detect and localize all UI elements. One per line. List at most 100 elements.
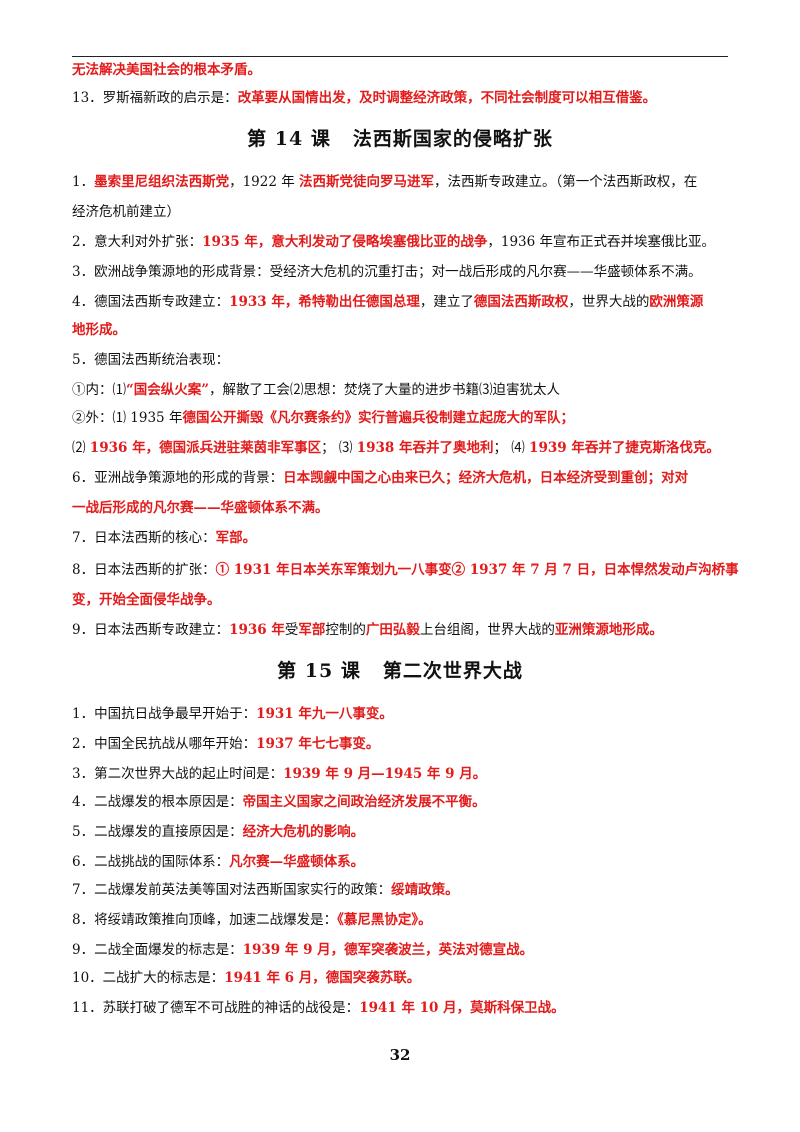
highlight-text: 日本觊觎中国之心由来已久；经济大危机，日本经济受到重创；对对 <box>283 470 689 486</box>
text-line: 6．亚洲战争策源地的形成的背景：日本觊觎中国之心由来已久；经济大危机，日本经济受… <box>72 468 732 488</box>
body-text: 9．日本法西斯专政建立： <box>72 622 230 638</box>
highlight-text: 德国公开撕毁《凡尔赛条约》实行普遍兵役制建立起庞大的军队； <box>182 410 574 426</box>
text-line: 2．中国全民抗战从哪年开始：1937 年七七事变。 <box>72 734 732 754</box>
body-text: ①内：⑴ <box>72 382 126 398</box>
highlight-text: 1938 年吞并了奥地利 <box>356 440 494 456</box>
highlight-text: 帝国主义国家之间政治经济发展不平衡。 <box>242 794 486 810</box>
highlight-text: 墨索里尼组织法西斯党 <box>94 174 230 190</box>
text-line: 6．二战挑战的国际体系：凡尔赛—华盛顿体系。 <box>72 852 732 872</box>
body-text: ，1936 年宣布正式吞并埃塞俄比亚。 <box>487 234 716 250</box>
body-text: 9．二战全面爆发的标志是： <box>72 942 243 958</box>
text-line: 一战后形成的凡尔赛——华盛顿体系不满。 <box>72 498 732 518</box>
highlight-text: 改革要从国情出发，及时调整经济政策，不同社会制度可以相互借鉴。 <box>237 90 657 106</box>
text-line: 9．日本法西斯专政建立：1936 年受军部控制的广田弘毅上台组阁，世界大战的亚洲… <box>72 620 732 640</box>
text-line: ②外：⑴ 1935 年德国公开撕毁《凡尔赛条约》实行普遍兵役制建立起庞大的军队； <box>72 408 732 428</box>
text-line: 无法解决美国社会的根本矛盾。 <box>72 60 732 80</box>
body-text: 8．日本法西斯的扩张： <box>72 562 216 578</box>
body-text: 13．罗斯福新政的启示是： <box>72 90 238 106</box>
lesson-heading-15: 第 15 课第二次世界大战 <box>0 656 800 683</box>
body-text: 上台组阁，世界大战的 <box>419 622 555 638</box>
highlight-text: 地形成。 <box>72 322 126 338</box>
highlight-text: 1937 年七七事变。 <box>256 736 380 752</box>
body-text: 7．二战爆发前英法美等国对法西斯国家实行的政策： <box>72 882 392 898</box>
body-text: ，解散了工会⑵思想：焚烧了大量的进步书籍⑶迫害犹太人 <box>209 382 561 398</box>
highlight-text: 凡尔赛—华盛顿体系。 <box>229 854 365 870</box>
body-text: 经济危机前建立） <box>72 204 180 220</box>
highlight-text: 变，开始全面侵华战争。 <box>72 592 221 608</box>
text-line: 2．意大利对外扩张：1935 年，意大利发动了侵略埃塞俄比亚的战争，1936 年… <box>72 232 732 252</box>
highlight-text: 1939 年 9 月—1945 年 9 月。 <box>283 766 487 782</box>
text-line: 5．德国法西斯统治表现： <box>72 350 732 370</box>
body-text: 10．二战扩大的标志是： <box>72 970 225 986</box>
body-text: 4．二战爆发的根本原因是： <box>72 794 243 810</box>
body-text: ，1922 年 <box>229 174 300 190</box>
lesson-number: 第 15 课 <box>277 660 361 682</box>
text-line: 地形成。 <box>72 320 732 340</box>
body-text: ； ⑷ <box>493 440 530 456</box>
text-line: 7．日本法西斯的核心：军部。 <box>72 528 732 548</box>
text-line: 5．二战爆发的直接原因是：经济大危机的影响。 <box>72 822 732 842</box>
text-line: 4．德国法西斯专政建立：1933 年，希特勒出任德国总理，建立了德国法西斯政权，… <box>72 292 732 312</box>
lesson-title: 第二次世界大战 <box>382 660 523 682</box>
highlight-text: 1933 年，希特勒出任德国总理 <box>229 294 420 310</box>
highlight-text: 无法解决美国社会的根本矛盾。 <box>72 62 261 78</box>
body-text: 受 <box>284 622 299 638</box>
highlight-text: 1931 年九一八事变。 <box>256 706 393 722</box>
highlight-text: 军部 <box>298 622 326 638</box>
highlight-text: 绥靖政策。 <box>391 882 459 898</box>
text-line: 8．日本法西斯的扩张：① 1931 年日本关东军策划九一八事变② 1937 年 … <box>72 560 739 580</box>
lesson-title: 法西斯国家的侵略扩张 <box>352 128 553 150</box>
highlight-text: 一战后形成的凡尔赛——华盛顿体系不满。 <box>72 500 329 516</box>
highlight-text: ① 1931 年日本关东军策划九一八事变② 1937 年 7 月 7 日，日本悍… <box>215 562 739 578</box>
body-text: 5．德国法西斯统治表现： <box>72 352 230 368</box>
highlight-text: 1939 年 9 月，德军突袭波兰，英法对德宣战。 <box>242 942 534 958</box>
highlight-text: 1941 年 6 月，德国突袭苏联。 <box>224 970 421 986</box>
body-text: 7．日本法西斯的核心： <box>72 530 216 546</box>
text-line: ①内：⑴“国会纵火案”，解散了工会⑵思想：焚烧了大量的进步书籍⑶迫害犹太人 <box>72 380 732 400</box>
body-text: 3．第二次世界大战的起止时间是： <box>72 766 284 782</box>
page-number: 32 <box>389 1046 411 1064</box>
text-line: ⑵ 1936 年，德国派兵进驻莱茵非军事区； ⑶ 1938 年吞并了奥地利； ⑷… <box>72 438 732 458</box>
body-text: 1． <box>72 174 95 190</box>
text-line: 4．二战爆发的根本原因是：帝国主义国家之间政治经济发展不平衡。 <box>72 792 732 812</box>
body-text: 3．欧洲战争策源地的形成背景：受经济大危机的沉重打击；对一战后形成的凡尔赛——华… <box>72 264 702 280</box>
body-text: ，法西斯专政建立。（第一个法西斯政权，在 <box>434 174 698 190</box>
text-line: 1．中国抗日战争最早开始于：1931 年九一八事变。 <box>72 704 732 724</box>
text-line: 7．二战爆发前英法美等国对法西斯国家实行的政策：绥靖政策。 <box>72 880 732 900</box>
highlight-text: 经济大危机的影响。 <box>242 824 365 840</box>
body-text: 4．德国法西斯专政建立： <box>72 294 230 310</box>
highlight-text: 欧洲策源 <box>649 294 704 310</box>
body-text: ②外：⑴ 1935 年 <box>72 410 183 426</box>
text-line: 经济危机前建立） <box>72 202 732 222</box>
body-text: 1．中国抗日战争最早开始于： <box>72 706 257 722</box>
body-text: 控制的 <box>325 622 366 638</box>
text-line: 3．欧洲战争策源地的形成背景：受经济大危机的沉重打击；对一战后形成的凡尔赛——华… <box>72 262 732 282</box>
body-text: ； ⑶ <box>321 440 357 456</box>
highlight-text: 1939 年吞并了捷克斯洛伐克。 <box>529 440 720 456</box>
highlight-text: 《慕尼黑协定》。 <box>337 912 432 928</box>
highlight-text: 1935 年，意大利发动了侵略埃塞俄比亚的战争 <box>202 234 488 250</box>
highlight-text: 1936 年，德国派兵进驻莱茵非军事区 <box>89 440 322 456</box>
highlight-text: 广田弘毅 <box>365 622 420 638</box>
text-line: 9．二战全面爆发的标志是：1939 年 9 月，德军突袭波兰，英法对德宣战。 <box>72 940 732 960</box>
body-text: 6．二战挑战的国际体系： <box>72 854 230 870</box>
highlight-text: “国会纵火案” <box>126 382 210 398</box>
body-text: 8．将绥靖政策推向顶峰，加速二战爆发是： <box>72 912 338 928</box>
body-text: 2．中国全民抗战从哪年开始： <box>72 736 257 752</box>
lesson-heading-14: 第 14 课法西斯国家的侵略扩张 <box>0 124 800 151</box>
text-line: 11．苏联打破了德军不可战胜的神话的战役是：1941 年 10 月，莫斯科保卫战… <box>72 998 732 1018</box>
body-text: 2．意大利对外扩张： <box>72 234 203 250</box>
body-text: 11．苏联打破了德军不可战胜的神话的战役是： <box>72 1000 360 1016</box>
text-line: 1．墨索里尼组织法西斯党，1922 年 法西斯党徒向罗马进军，法西斯专政建立。（… <box>72 172 732 192</box>
body-text: ，世界大战的 <box>568 294 650 310</box>
highlight-text: 军部。 <box>215 530 257 546</box>
highlight-text: 法西斯党徒向罗马进军 <box>299 174 435 190</box>
body-text: 6．亚洲战争策源地的形成的背景： <box>72 470 284 486</box>
lesson-number: 第 14 课 <box>247 128 331 150</box>
text-line: 13．罗斯福新政的启示是：改革要从国情出发，及时调整经济政策，不同社会制度可以相… <box>72 88 732 108</box>
highlight-text: 1936 年 <box>229 622 285 638</box>
header-rule <box>72 56 728 57</box>
highlight-text: 德国法西斯政权 <box>473 294 569 310</box>
highlight-text: 1941 年 10 月，莫斯科保卫战。 <box>359 1000 565 1016</box>
